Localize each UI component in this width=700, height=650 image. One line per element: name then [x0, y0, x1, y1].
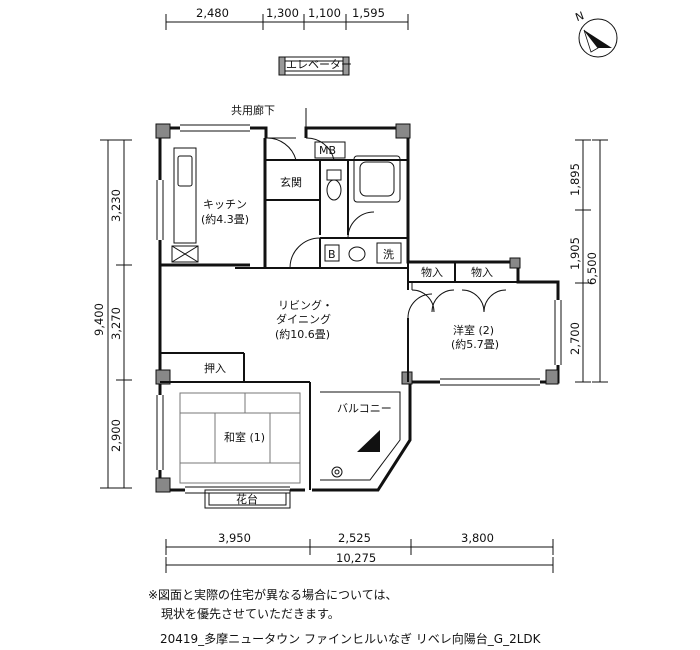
balcony-inner	[320, 391, 401, 481]
dim-right-total: 6,500	[585, 252, 599, 285]
dim-bottom-2: 2,525	[338, 531, 371, 545]
plan-caption: 20419_多摩ニュータウン ファインヒルいなぎ リベレ向陽台_G_2LDK	[160, 632, 541, 646]
disclaimer-note: ※図面と実際の住宅が異なる場合については、 現状を優先させていただきます。	[148, 586, 397, 624]
dim-left-1: 3,230	[109, 189, 123, 222]
exterior-walls	[158, 126, 560, 492]
western-room-size: (約5.7畳)	[451, 337, 499, 351]
elevator-symbol	[278, 56, 350, 76]
living-label-2: ダイニング	[276, 312, 331, 326]
entrance-door	[265, 108, 335, 161]
tatami-mats	[179, 392, 301, 484]
dim-bottom-1: 3,950	[218, 531, 251, 545]
dim-right-3: 2,700	[568, 322, 582, 355]
left-dimension-line	[100, 139, 132, 489]
bath-door	[289, 211, 375, 269]
bath-b-label: B	[328, 248, 336, 261]
storage-2-label: 物入	[471, 265, 493, 279]
direction-marker-icon	[357, 430, 380, 452]
wall-columns	[155, 123, 559, 493]
kitchen-counter	[171, 147, 199, 263]
oshiire-label: 押入	[204, 361, 226, 375]
disclaimer-line-2: 現状を優先させていただきます。	[161, 607, 340, 621]
compass-icon: N	[574, 9, 618, 58]
dim-right-1: 1,895	[568, 163, 582, 196]
dim-bottom-3: 3,800	[461, 531, 494, 545]
balcony-label: バルコニー	[337, 402, 392, 415]
dim-top-2: 1,300	[266, 6, 299, 20]
japanese-room-label: 和室 (1)	[224, 430, 265, 444]
interior-walls	[160, 159, 518, 490]
western-room-label: 洋室 (2)	[453, 323, 494, 337]
top-dimension-line	[165, 14, 409, 30]
right-dimension-line	[575, 139, 608, 383]
storage-1-label: 物入	[421, 265, 443, 279]
dim-top-1: 2,480	[196, 6, 229, 20]
bathtub	[353, 155, 401, 203]
living-label-1: リビング・	[278, 298, 333, 312]
mb-box	[314, 141, 346, 159]
dim-bottom-total: 10,275	[336, 551, 376, 565]
dim-left-total: 9,400	[92, 303, 106, 336]
dim-left-2: 3,270	[109, 307, 123, 340]
entrance-label: 玄関	[280, 175, 302, 189]
corridor-label: 共用廊下	[231, 103, 275, 117]
dim-top-4: 1,595	[352, 6, 385, 20]
bottom-dimension-line	[165, 539, 554, 573]
flower-bed-label: 花台	[236, 492, 258, 506]
washbasin	[324, 242, 402, 264]
laundry-label: 洗	[383, 248, 394, 261]
dim-top-3: 1,100	[308, 6, 341, 20]
mb-label: MB	[319, 144, 336, 157]
disclaimer-line-1: ※図面と実際の住宅が異なる場合については、	[148, 588, 398, 602]
flower-bed	[204, 489, 291, 509]
windows	[156, 124, 562, 494]
kitchen-size: (約4.3畳)	[201, 212, 249, 226]
kitchen-label: キッチン	[203, 198, 247, 211]
dim-left-3: 2,900	[109, 419, 123, 452]
compass-n: N	[574, 9, 586, 24]
living-size: (約10.6畳)	[275, 327, 330, 341]
western-room-closets	[407, 282, 507, 319]
toilet-fixture	[326, 169, 342, 201]
dim-right-2: 1,905	[568, 237, 582, 270]
elevator-label: エレベーター	[286, 58, 352, 71]
